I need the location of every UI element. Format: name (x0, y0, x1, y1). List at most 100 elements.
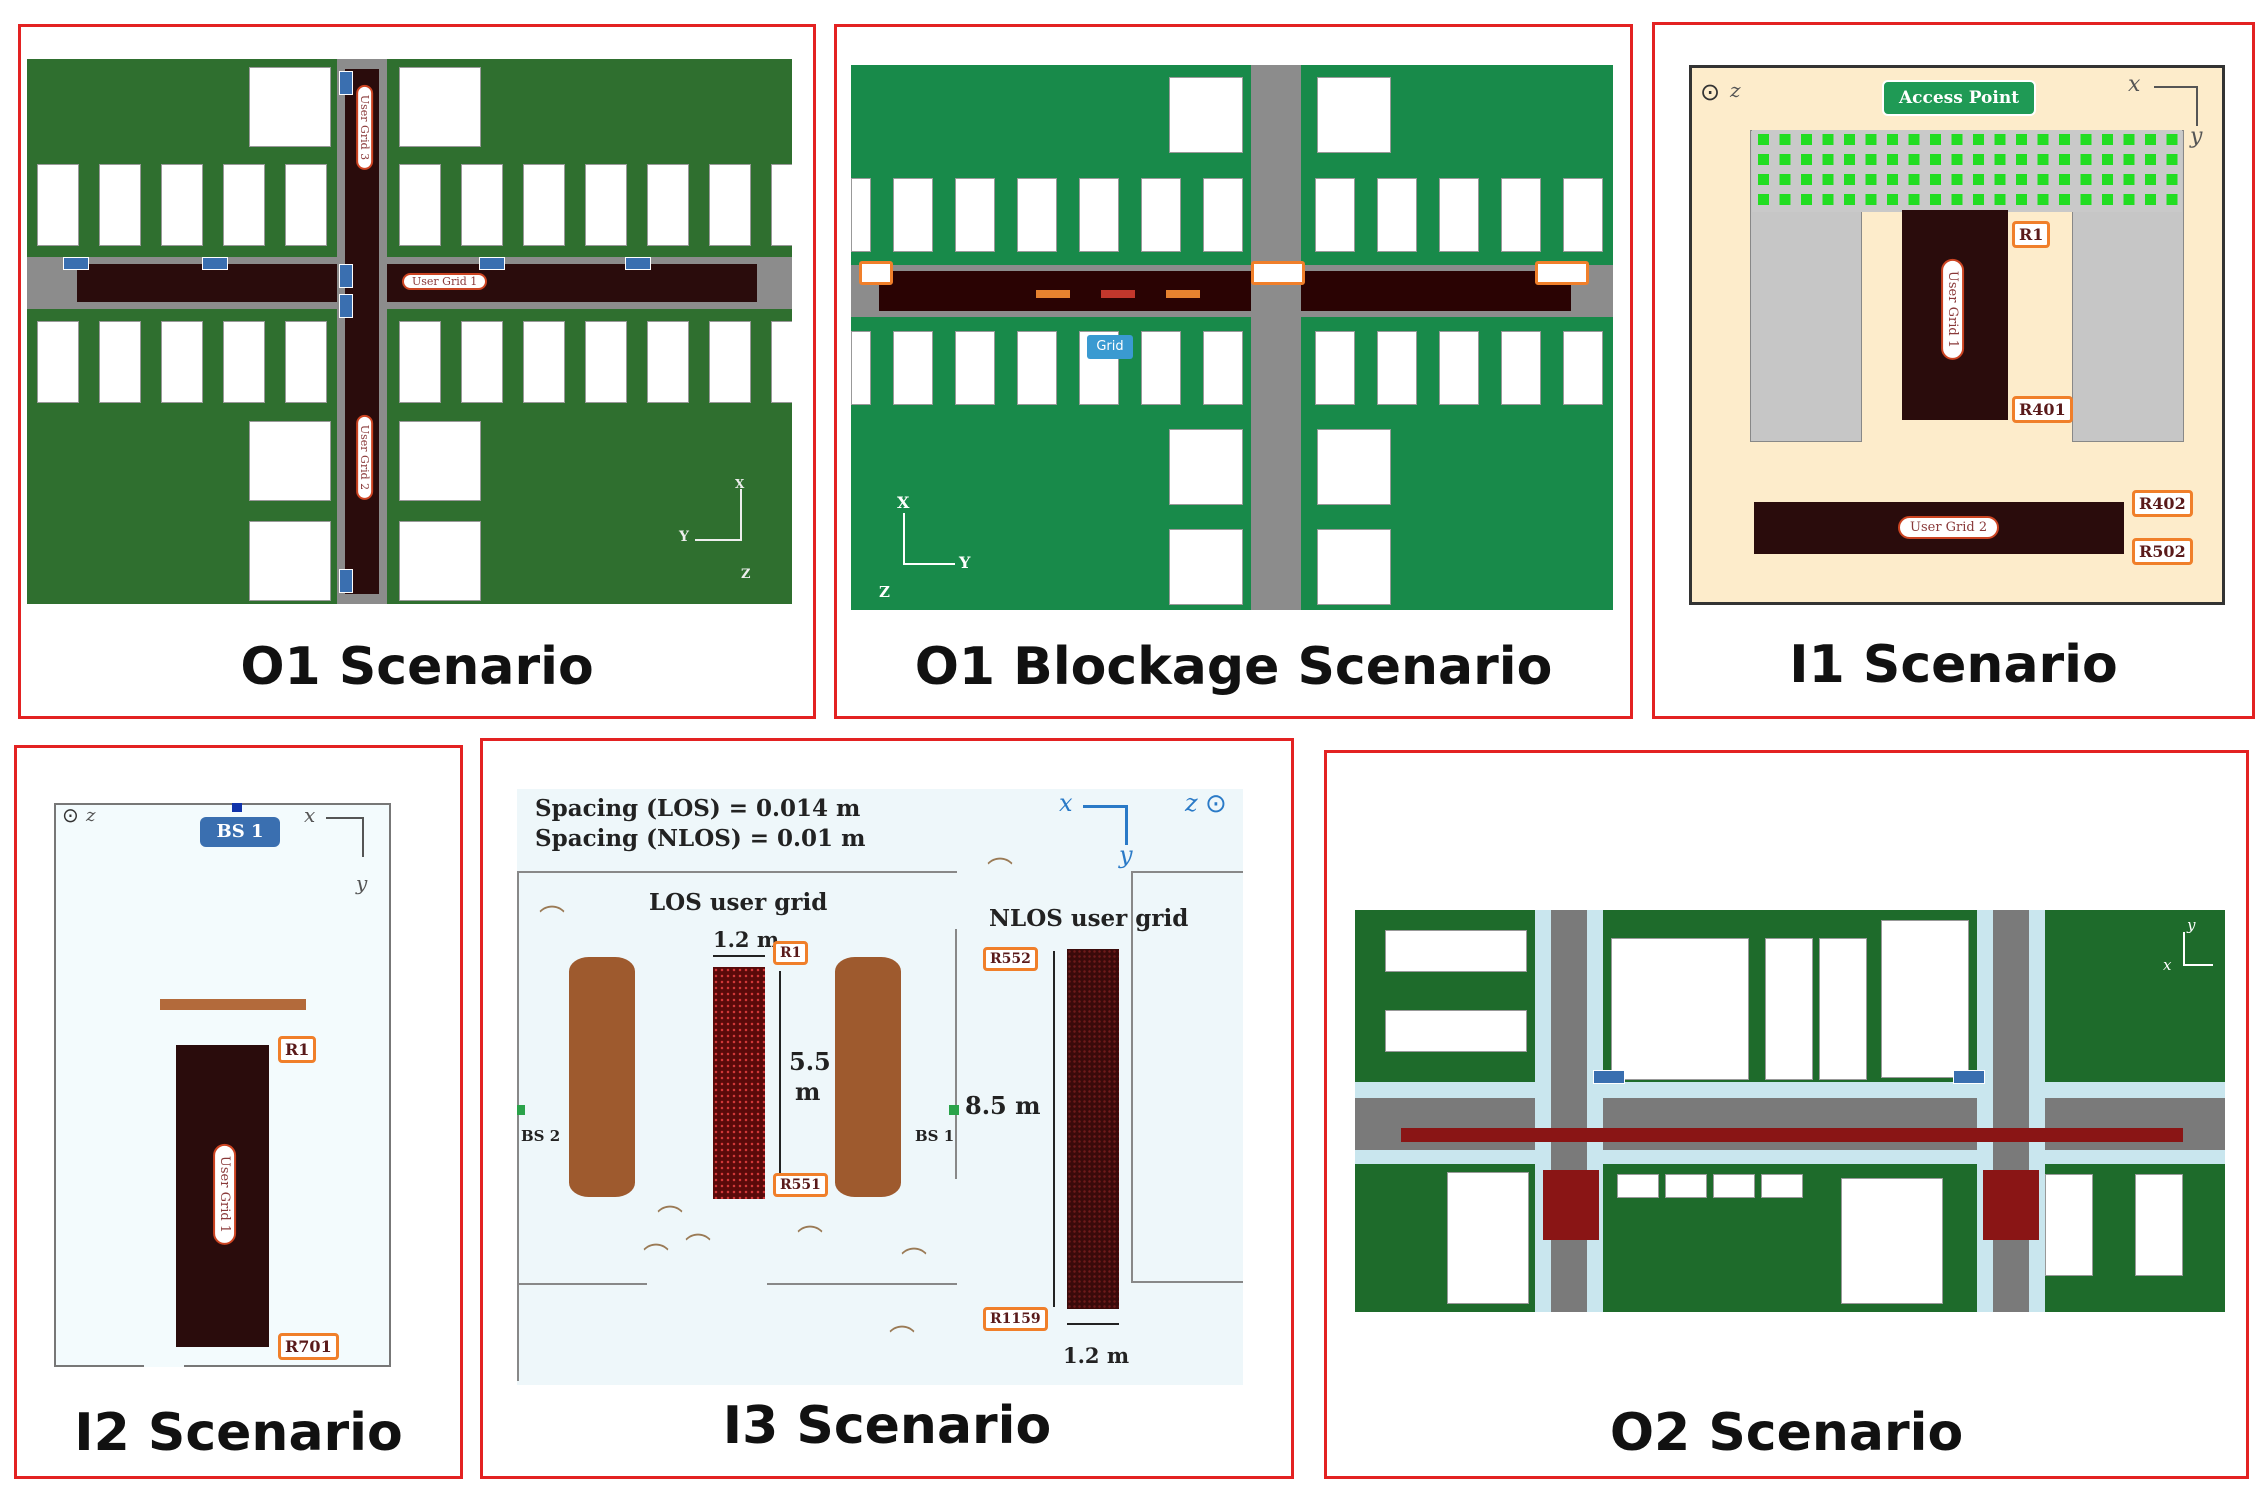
o2-building (2045, 1174, 2093, 1276)
i3-wall (517, 871, 957, 873)
o1-building (771, 321, 792, 403)
i1-access-point-element (1822, 134, 1834, 145)
i3-chair-icon: ⌒ (657, 1205, 684, 1235)
i1-grid2-label: User Grid 2 (1898, 516, 2000, 539)
o1-building (99, 321, 141, 403)
i1-access-point-element (1908, 134, 1920, 145)
o1b-blocker (1166, 290, 1200, 298)
i1-access-point-element (1844, 174, 1855, 185)
i1-tag-r401: R401 (2012, 396, 2073, 423)
i3-chair-icon: ⌒ (901, 1247, 928, 1277)
i1-access-point-element (2080, 194, 2092, 205)
o2-axis-x-label: x (2163, 956, 2172, 974)
i3-tag-r1159: R1159 (983, 1307, 1048, 1331)
o1-building (249, 421, 331, 501)
i1-access-point-element (1822, 174, 1834, 185)
i3-spacing-nlos: Spacing (NLOS) = 0.01 m (535, 825, 866, 852)
o1-building (399, 164, 441, 246)
o1b-road-v-gray (1251, 65, 1301, 610)
panel-o1: User Grid 1 User Grid 3 User Grid 2 Y X … (18, 24, 816, 719)
o1-building (37, 164, 79, 246)
i1-access-point-element (1865, 134, 1877, 145)
o1b-building (1079, 178, 1119, 252)
i3-chair-icon: ⌒ (539, 905, 566, 935)
i3-dim-los-h-line (779, 971, 781, 1195)
o1b-building (1169, 77, 1243, 153)
i1-access-point-element (1908, 194, 1920, 205)
o1b-building (1439, 178, 1479, 252)
i3-axis-vertical (1125, 805, 1128, 845)
i1-access-point-element (2016, 174, 2027, 185)
o2-axis-vertical (2183, 932, 2185, 966)
i1-access-point-element (2037, 134, 2049, 145)
o1-building (37, 321, 79, 403)
o1-building (285, 164, 327, 246)
i3-axis-horizontal (1083, 805, 1127, 808)
o1b-axis-horizontal (903, 563, 955, 565)
i1-access-point-element (2059, 154, 2070, 165)
i3-chair-icon: ⌒ (889, 1325, 916, 1355)
i2-caption: I2 Scenario (74, 1403, 403, 1463)
i3-dim-nlos-h: 8.5 m (965, 1091, 1041, 1120)
o2-building (1385, 930, 1527, 972)
o1b-building (893, 178, 933, 252)
i3-dim-nlos-w: 1.2 m (1063, 1343, 1130, 1368)
i1-access-point-element (1822, 154, 1834, 165)
i1-access-point-element (2145, 134, 2156, 145)
i2-grid1-label: User Grid 1 (213, 1143, 237, 1246)
o1b-grid-label: Grid (1087, 335, 1133, 359)
i1-access-point-element (2059, 194, 2070, 205)
o1-bs-marker (202, 257, 228, 270)
o1b-building (1169, 429, 1243, 505)
i1-access-point-element (1994, 134, 2006, 145)
o1-grid2-label: User Grid 2 (356, 414, 374, 501)
o1-building (461, 164, 503, 246)
panel-o1-blockage: Grid X Y Z O1 Blockage Scenario (834, 24, 1633, 719)
i3-dim-nlos-h-line (1053, 951, 1055, 1307)
i3-wall (1131, 871, 1243, 873)
i1-access-point-element (2166, 194, 2178, 205)
i3-dim-los-w-line (713, 955, 765, 957)
o2-sidewalk-v (1977, 910, 1993, 1312)
i3-wall (517, 871, 519, 1381)
o1b-building (1563, 178, 1603, 252)
i1-access-point-element (1994, 174, 2006, 185)
o1-axis-horizontal (695, 539, 742, 541)
i1-access-point-element (2166, 174, 2178, 185)
i1-access-point-element (2016, 134, 2027, 145)
o1b-building (893, 331, 933, 405)
i1-access-point-element (1822, 194, 1834, 205)
o2-building (1841, 1178, 1943, 1304)
o1-building (399, 421, 481, 501)
i1-access-point-element (1908, 154, 1920, 165)
o1b-building (1315, 331, 1355, 405)
i1-access-point-element (2123, 194, 2135, 205)
o1b-map: Grid X Y Z (851, 65, 1613, 610)
o1-building (585, 321, 627, 403)
i1-access-point-element (2123, 174, 2135, 185)
i1-access-point-element (1758, 194, 1769, 205)
i3-axis-z-icon: ⊙ (1205, 789, 1227, 819)
panel-o2: x y O2 Scenario (1324, 750, 2249, 1479)
panel-i3: Spacing (LOS) = 0.014 m Spacing (NLOS) =… (480, 738, 1294, 1479)
i2-tag-r701: R701 (278, 1333, 339, 1360)
o1-map: User Grid 1 User Grid 3 User Grid 2 Y X … (27, 59, 792, 604)
i1-access-point-element (1844, 134, 1855, 145)
o1-building (523, 164, 565, 246)
o1-bs-marker (339, 294, 353, 318)
i1-access-point-element (2145, 154, 2156, 165)
i2-wall-right (389, 803, 391, 1367)
o2-building (2135, 1174, 2183, 1276)
i1-access-point-element (1973, 174, 1984, 185)
o1b-building (1501, 178, 1541, 252)
i3-tag-r1: R1 (773, 941, 809, 965)
o2-axis-y-label: y (2187, 916, 2196, 934)
o2-sidewalk-v (1587, 910, 1603, 1312)
i1-tag-r502: R502 (2132, 538, 2193, 565)
o1-axis-y-label: Y (679, 529, 689, 545)
i1-access-point-element (1758, 134, 1769, 145)
i1-axis-vertical (2196, 86, 2198, 126)
o2-building (1713, 1174, 1755, 1198)
i1-grid1-label: User Grid 1 (1941, 258, 1965, 361)
o1b-blocker (1101, 290, 1135, 298)
